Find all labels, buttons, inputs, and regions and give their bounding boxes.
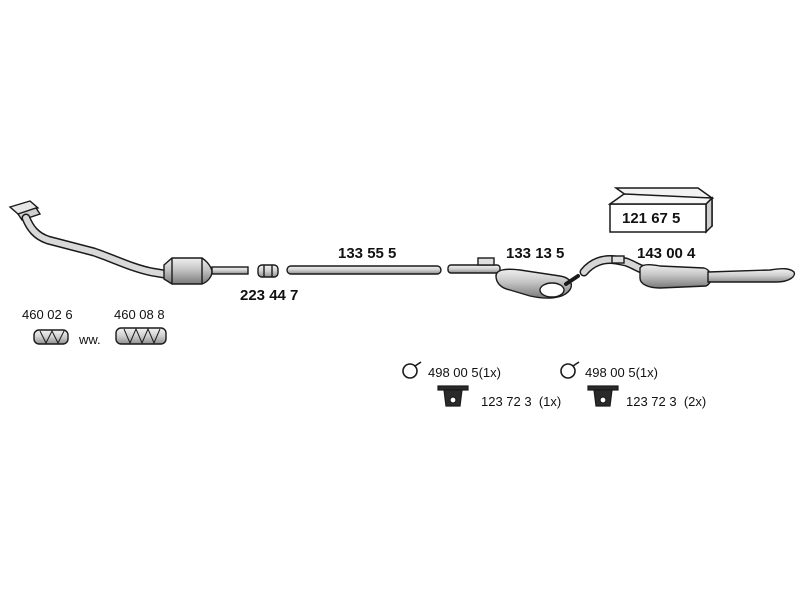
ring-right-label: 498 00 5(1x)	[585, 365, 658, 380]
middle-silencer	[447, 257, 580, 299]
flex-pipe-b-label: 460 08 8	[114, 307, 165, 322]
rubber-hanger-left-icon	[437, 385, 469, 407]
middle-silencer-label: 133 13 5	[506, 245, 565, 262]
intermediate-pipe	[286, 265, 442, 275]
front-pipe-with-catalyst	[8, 200, 249, 285]
rubber-ring-left-icon	[402, 361, 422, 379]
alternative-note: ww.	[79, 332, 101, 347]
rubber-hanger-right-icon	[587, 385, 619, 407]
rear-silencer-label: 143 00 4	[637, 245, 696, 262]
kit-box-icon	[607, 187, 715, 234]
hanger-right-label: 123 72 3 (2x)	[626, 394, 707, 409]
flex-pipe-a-icon	[33, 329, 69, 345]
rear-silencer	[579, 255, 796, 289]
flex-pipe-a-label: 460 02 6	[22, 307, 73, 322]
ring-left-label: 498 00 5(1x)	[428, 365, 501, 380]
front-pipe-gasket-label: 223 44 7	[240, 287, 299, 304]
hanger-left-label: 123 72 3 (1x)	[481, 394, 562, 409]
connector-sleeve-icon	[257, 264, 279, 278]
rubber-ring-right-icon	[560, 361, 580, 379]
flex-pipe-b-icon	[115, 327, 167, 345]
intermediate-pipe-label: 133 55 5	[338, 245, 397, 262]
kit-box-label: 121 67 5	[622, 210, 681, 227]
